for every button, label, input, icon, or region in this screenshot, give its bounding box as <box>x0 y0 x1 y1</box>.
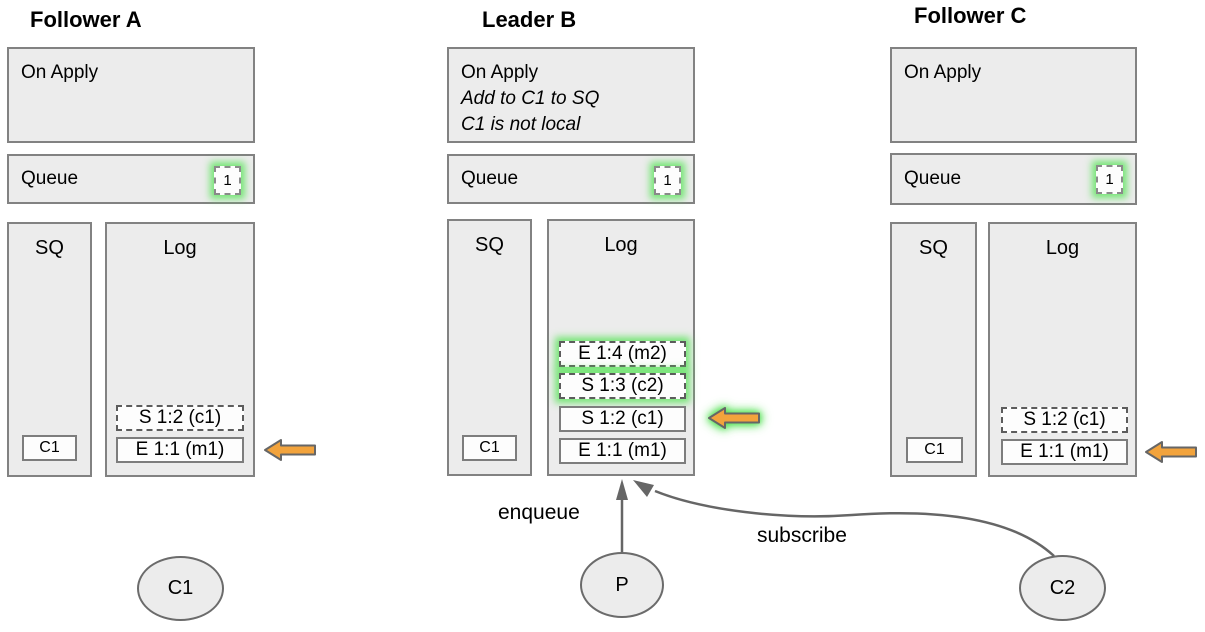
enqueue-arrow <box>616 479 628 552</box>
node-a-queue-label: Queue <box>21 168 79 189</box>
node-c-sq-label: SQ <box>919 237 948 259</box>
actor-c2: C2 <box>1019 555 1106 621</box>
node-a-title: Follower A <box>30 7 142 32</box>
node-c-queue-badge: 1 <box>1096 165 1123 194</box>
node-a-sq-item: C1 <box>22 435 77 461</box>
node-c-log-label: Log <box>1045 237 1080 259</box>
node-b-on-apply-label: On Apply <box>461 62 539 83</box>
node-b-sq-item: C1 <box>462 435 517 461</box>
node-b-sq-label: SQ <box>475 234 504 256</box>
node-b-on-apply-note-1: Add to C1 to SQ <box>461 88 600 109</box>
node-b-title: Leader B <box>482 7 577 32</box>
orange-arrow-left-icon <box>708 407 760 429</box>
subscribe-label: subscribe <box>757 524 847 547</box>
orange-arrow-left-icon <box>1145 441 1197 463</box>
actor-p: P <box>580 552 664 618</box>
node-b-on-apply-note-2: C1 is not local <box>461 114 581 135</box>
node-b-queue-box: Queue 1 <box>447 154 695 204</box>
log-entry: E 1:1 (m1) <box>559 438 686 464</box>
node-c-on-apply-label: On Apply <box>904 62 982 83</box>
node-a-queue-box: Queue 1 <box>7 154 255 204</box>
node-a-on-apply-box: On Apply <box>7 47 255 143</box>
node-c-sq-item: C1 <box>906 437 963 463</box>
node-c-sq-box: SQ C1 <box>890 222 977 477</box>
log-entry: E 1:1 (m1) <box>116 437 244 463</box>
node-b-log-box: Log E 1:4 (m2) S 1:3 (c2) S 1:2 (c1) E 1… <box>547 219 695 476</box>
node-c-queue-label: Queue <box>904 168 962 189</box>
node-c-log-box: Log S 1:2 (c1) E 1:1 (m1) <box>988 222 1137 477</box>
node-a-log-box: Log S 1:2 (c1) E 1:1 (m1) <box>105 222 255 477</box>
node-c-on-apply-box: On Apply <box>890 47 1137 143</box>
node-a-sq-label: SQ <box>35 237 64 259</box>
actor-c1: C1 <box>137 556 224 621</box>
node-b-sq-box: SQ C1 <box>447 219 532 476</box>
log-entry: S 1:2 (c1) <box>559 406 686 432</box>
log-entry: S 1:3 (c2) <box>559 373 686 399</box>
node-a-sq-box: SQ C1 <box>7 222 92 477</box>
orange-arrow-left-icon <box>264 439 316 461</box>
log-entry: E 1:4 (m2) <box>559 341 686 367</box>
node-c-queue-box: Queue 1 <box>890 153 1137 205</box>
log-entry: S 1:2 (c1) <box>1001 407 1128 433</box>
node-b-on-apply-box: On Apply Add to C1 to SQ C1 is not local <box>447 47 695 143</box>
node-a-queue-badge: 1 <box>214 166 241 195</box>
node-b-queue-label: Queue <box>461 168 519 189</box>
enqueue-label: enqueue <box>498 501 580 524</box>
log-entry: S 1:2 (c1) <box>116 405 244 431</box>
node-b-queue-badge: 1 <box>654 166 681 195</box>
node-a-log-label: Log <box>163 237 197 259</box>
node-a-on-apply-label: On Apply <box>21 62 99 83</box>
log-entry: E 1:1 (m1) <box>1001 439 1128 465</box>
node-c-title: Follower C <box>914 3 1027 28</box>
node-b-log-label: Log <box>604 234 638 256</box>
